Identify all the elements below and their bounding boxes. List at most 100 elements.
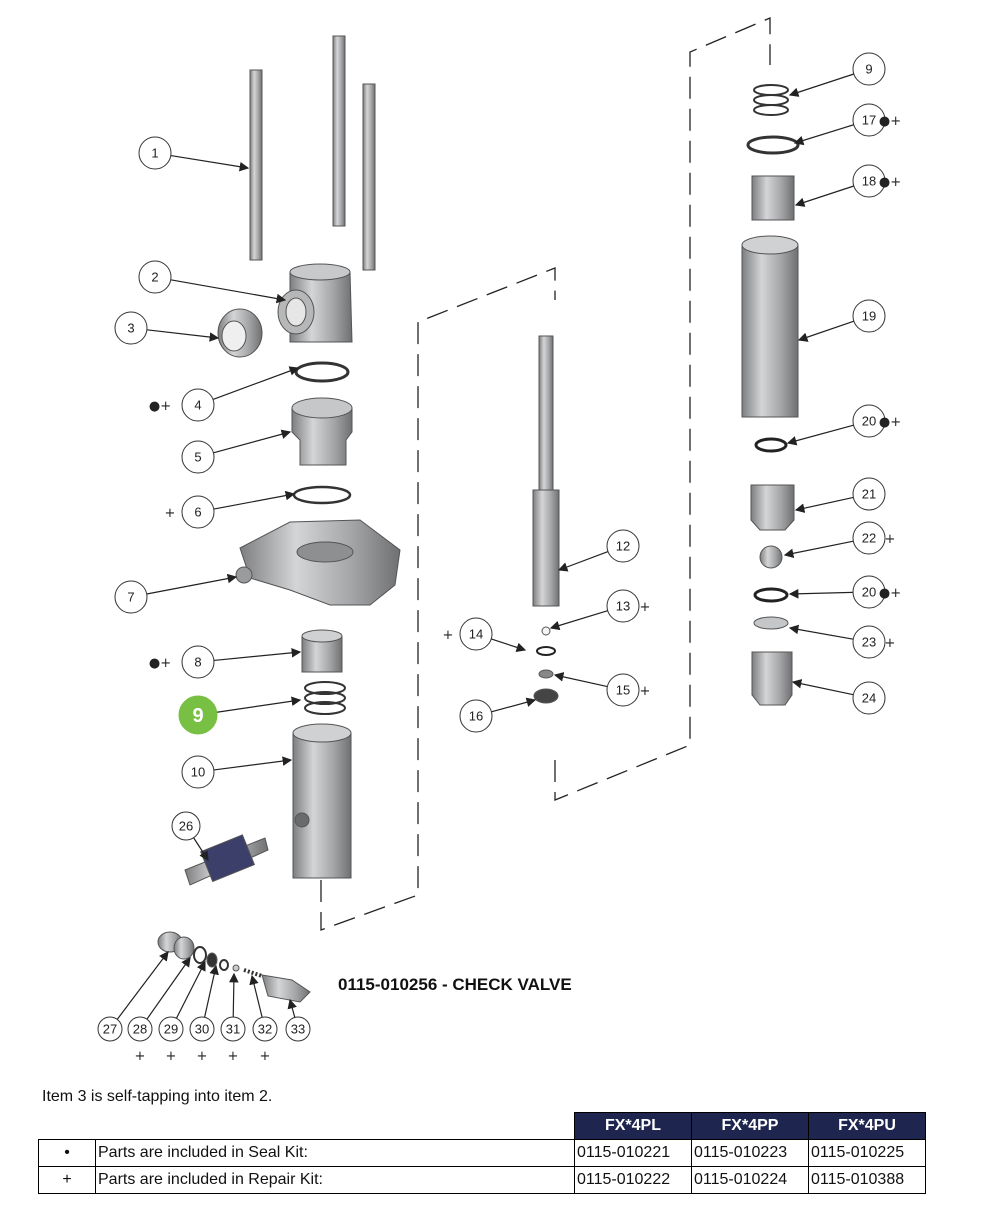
leader-line bbox=[788, 588, 854, 599]
callout-24: 24 bbox=[791, 679, 886, 715]
part-number: 0115-010388 bbox=[808, 1166, 926, 1194]
part-number: 0115-010221 bbox=[574, 1139, 692, 1167]
callout-number: 2 bbox=[151, 270, 158, 285]
callout-number: 29 bbox=[164, 1022, 178, 1037]
kit-mark: ●+ bbox=[879, 175, 901, 190]
leader-line bbox=[783, 540, 854, 559]
callout-number: 26 bbox=[179, 819, 193, 834]
callout-circle bbox=[158, 1016, 184, 1042]
leader-line bbox=[213, 756, 293, 771]
callout-7: 7 bbox=[114, 573, 238, 614]
callout-circle bbox=[852, 103, 886, 137]
callout-number: 12 bbox=[616, 539, 630, 554]
callout-number: 18 bbox=[862, 174, 876, 189]
callout-6: 6+ bbox=[165, 490, 296, 529]
callout-number: 6 bbox=[194, 505, 201, 520]
callout-number: 5 bbox=[194, 450, 201, 465]
callout-circle bbox=[114, 311, 148, 345]
callout-circle bbox=[171, 811, 201, 841]
callout-3: 3 bbox=[114, 311, 220, 345]
callout-17: 17●+ bbox=[793, 103, 901, 146]
callout-15: 15+ bbox=[553, 672, 650, 707]
callout-number: 4 bbox=[194, 398, 201, 413]
callout-circle bbox=[852, 575, 886, 609]
leader-line bbox=[193, 837, 209, 862]
callout-22: 22+ bbox=[783, 521, 895, 559]
kit-mark: ●+ bbox=[149, 399, 171, 414]
kit-mark: + bbox=[165, 506, 176, 521]
callout-number: 7 bbox=[127, 590, 134, 605]
leader-line bbox=[216, 696, 302, 713]
callout-circle bbox=[606, 673, 640, 707]
callout-14: 14+ bbox=[443, 617, 527, 652]
kit-table: FX*4PL FX*4PP FX*4PU • Parts are include… bbox=[38, 1112, 926, 1194]
parts-13-16 bbox=[533, 626, 559, 704]
callout-circle bbox=[852, 681, 886, 715]
callout-number: 27 bbox=[103, 1022, 117, 1037]
callout-number: 20 bbox=[862, 414, 876, 429]
leader-line bbox=[213, 648, 302, 662]
callout-number: 8 bbox=[194, 655, 201, 670]
callout-circle bbox=[852, 625, 886, 659]
part-5-nut bbox=[291, 397, 353, 466]
leader-line bbox=[788, 73, 854, 97]
part-3-nipple bbox=[217, 308, 263, 358]
callout-16: 16 bbox=[459, 697, 537, 733]
callout-circle bbox=[606, 529, 640, 563]
callout-circle bbox=[181, 495, 215, 529]
part-number: 0115-010224 bbox=[691, 1166, 809, 1194]
callout-number: 31 bbox=[226, 1022, 240, 1037]
callout-circle bbox=[138, 136, 172, 170]
kit-description: Parts are included in Seal Kit: bbox=[95, 1139, 575, 1167]
callout-31: 31+ bbox=[220, 972, 246, 1064]
callout-33: 33 bbox=[285, 998, 311, 1042]
kit-mark: + bbox=[166, 1049, 177, 1064]
callout-27: 27 bbox=[97, 951, 169, 1042]
callout-circle bbox=[852, 52, 886, 86]
callout-number: 14 bbox=[469, 627, 483, 642]
callout-number: 23 bbox=[862, 635, 876, 650]
header-fx4pl: FX*4PL bbox=[574, 1112, 692, 1140]
check-valve-title: 0115-010256 - CHECK VALVE bbox=[338, 975, 572, 994]
callout-circle bbox=[97, 1016, 123, 1042]
leader-line bbox=[229, 972, 239, 1018]
callout-19: 19 bbox=[797, 299, 886, 342]
kit-mark: + bbox=[885, 636, 896, 651]
part-12-piston bbox=[532, 335, 560, 607]
leader-line bbox=[491, 697, 537, 713]
callout-number: 15 bbox=[616, 683, 630, 698]
leader-line bbox=[794, 185, 854, 207]
callout-20: 20●+ bbox=[788, 575, 901, 609]
callout-circle bbox=[181, 440, 215, 474]
callout-number: 22 bbox=[862, 531, 876, 546]
kit-description: Parts are included in Repair Kit: bbox=[95, 1166, 575, 1194]
callout-number: 20 bbox=[862, 585, 876, 600]
callout-circle bbox=[127, 1016, 153, 1042]
callout-number: 24 bbox=[862, 691, 876, 706]
kit-mark: + bbox=[640, 600, 651, 615]
leader-line bbox=[794, 496, 854, 513]
part-7-flange bbox=[235, 519, 401, 606]
leader-line bbox=[146, 573, 238, 595]
leader-line bbox=[204, 964, 219, 1018]
kit-symbol: + bbox=[38, 1166, 96, 1194]
part-26-fitting bbox=[184, 834, 269, 886]
leader-line bbox=[146, 957, 191, 1020]
highlight-badge bbox=[178, 695, 218, 735]
leader-line bbox=[116, 951, 169, 1020]
callout-number: 9 bbox=[192, 705, 203, 727]
kit-mark: + bbox=[197, 1049, 208, 1064]
kit-mark: ●+ bbox=[149, 656, 171, 671]
leader-line bbox=[175, 960, 206, 1019]
callout-13: 13+ bbox=[549, 589, 651, 631]
callout-number: 16 bbox=[469, 709, 483, 724]
callout-circle bbox=[852, 299, 886, 333]
part-9-spring bbox=[304, 681, 346, 715]
part-4-oring bbox=[294, 361, 350, 383]
leader-line bbox=[170, 154, 250, 172]
callout-circle bbox=[852, 164, 886, 198]
callout-number: 33 bbox=[291, 1022, 305, 1037]
leader-line bbox=[146, 329, 220, 342]
callout-30: 30+ bbox=[189, 964, 219, 1064]
callout-12: 12 bbox=[557, 529, 640, 572]
